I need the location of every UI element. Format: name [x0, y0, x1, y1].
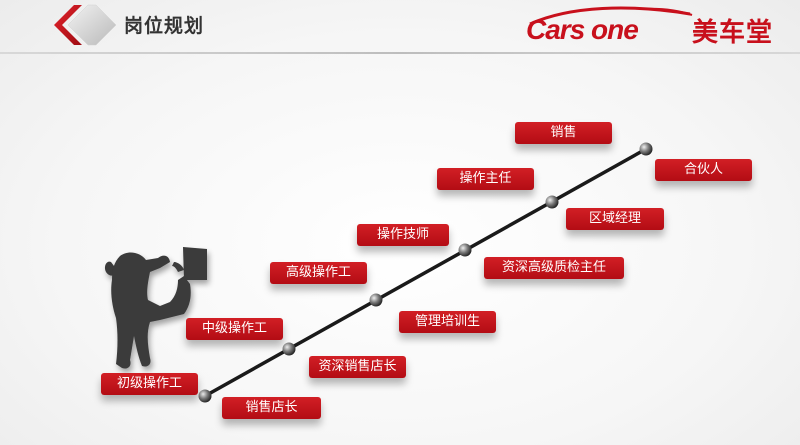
career-tag-right-2: 资深销售店长 [309, 356, 406, 378]
slide-header: 岗位规划 Cars one 美车堂 [0, 0, 800, 56]
career-tag-right-1: 销售店长 [222, 397, 321, 419]
ladder-node-icon [458, 243, 472, 257]
page-title: 岗位规划 [124, 15, 205, 37]
career-tag-right-6: 合伙人 [655, 159, 752, 181]
career-tag-left-3: 高级操作工 [270, 262, 367, 284]
career-tag-right-3: 管理培训生 [399, 311, 496, 333]
career-tag-left-4: 操作技师 [357, 224, 449, 246]
ladder-node-icon [198, 389, 212, 403]
career-tag-right-5: 区域经理 [566, 208, 664, 230]
ladder-node-icon [545, 195, 559, 209]
brand-wordmark-latin: Cars one [526, 14, 639, 45]
ladder-node-icon [639, 142, 653, 156]
career-tag-left-5: 操作主任 [437, 168, 534, 190]
brand-logo: Cars one 美车堂 [520, 4, 796, 52]
red-diamond-logo-icon [54, 4, 116, 46]
career-tag-left-1: 初级操作工 [101, 373, 198, 395]
career-tag-right-4: 资深高级质检主任 [484, 257, 624, 279]
ladder-node-icon [369, 293, 383, 307]
ladder-node-icon [282, 342, 296, 356]
climbing-figure-silhouette-icon [104, 247, 207, 369]
header-divider [0, 52, 800, 54]
career-ladder-line [203, 147, 648, 398]
career-tag-left-2: 中级操作工 [186, 318, 283, 340]
brand-wordmark-chinese: 美车堂 [692, 18, 774, 48]
career-tag-left-6: 销售 [515, 122, 612, 144]
brand-swoosh-icon [529, 6, 693, 26]
